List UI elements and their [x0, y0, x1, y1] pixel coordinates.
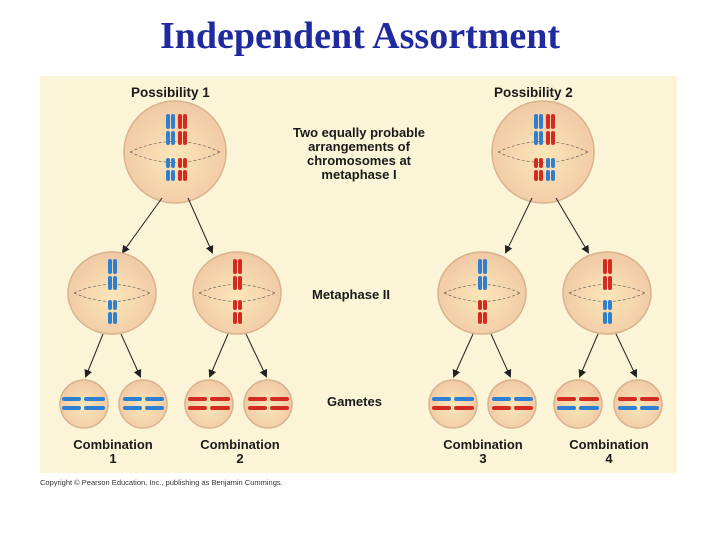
metaphase-i-cell-1	[123, 100, 227, 204]
combination-word: Combination	[200, 437, 280, 452]
gamete-4a	[553, 379, 603, 429]
meiosis-diagram	[59, 100, 663, 429]
combination-word: Combination	[73, 437, 153, 452]
combination-word: Combination	[443, 437, 523, 452]
arrows-to-metaphase-ii	[121, 197, 590, 254]
gamete-4b	[613, 379, 663, 429]
combination-2-label: Combination 2	[187, 438, 293, 466]
combination-number: 4	[605, 451, 613, 466]
metaphase-ii-cell-1	[67, 251, 157, 335]
chromosome-pair-small	[166, 158, 187, 181]
metaphase-ii-cell-3	[437, 251, 527, 335]
note-line-3: chromosomes at	[306, 153, 412, 168]
note-line-4: metaphase I	[321, 167, 397, 182]
combination-3-label: Combination 3	[430, 438, 536, 466]
metaphase-ii-cell-4	[562, 251, 652, 335]
chromosome-pair-blue-over-red	[166, 114, 187, 145]
gamete-3b	[487, 379, 537, 429]
gamete-2a	[184, 379, 234, 429]
combination-number: 1	[109, 451, 117, 466]
page-title: Independent Assortment	[159, 15, 561, 57]
metaphase-i-note: Two equally probable arrangements of chr…	[274, 126, 444, 182]
gamete-3a	[428, 379, 478, 429]
combination-number: 3	[479, 451, 487, 466]
note-line-1: Two equally probable	[293, 125, 425, 140]
combination-1-label: Combination 1	[60, 438, 166, 466]
note-line-2: arrangements of	[308, 139, 410, 154]
metaphase-i-cell-2	[491, 100, 595, 204]
combination-number: 2	[236, 451, 244, 466]
possibility-2-label: Possibility 2	[494, 85, 573, 100]
metaphase-ii-label: Metaphase II	[312, 287, 391, 302]
gametes	[59, 379, 663, 429]
gamete-1b	[118, 379, 168, 429]
gamete-1a	[59, 379, 109, 429]
gametes-label: Gametes	[327, 394, 382, 409]
combination-4-label: Combination 4	[556, 438, 662, 466]
possibility-1-label: Possibility 1	[131, 85, 210, 100]
combination-word: Combination	[569, 437, 649, 452]
metaphase-ii-cell-2	[192, 251, 282, 335]
arrows-to-gametes	[84, 333, 638, 378]
copyright-notice: Copyright © Pearson Education, Inc., pub…	[40, 478, 283, 487]
gamete-2b	[243, 379, 293, 429]
